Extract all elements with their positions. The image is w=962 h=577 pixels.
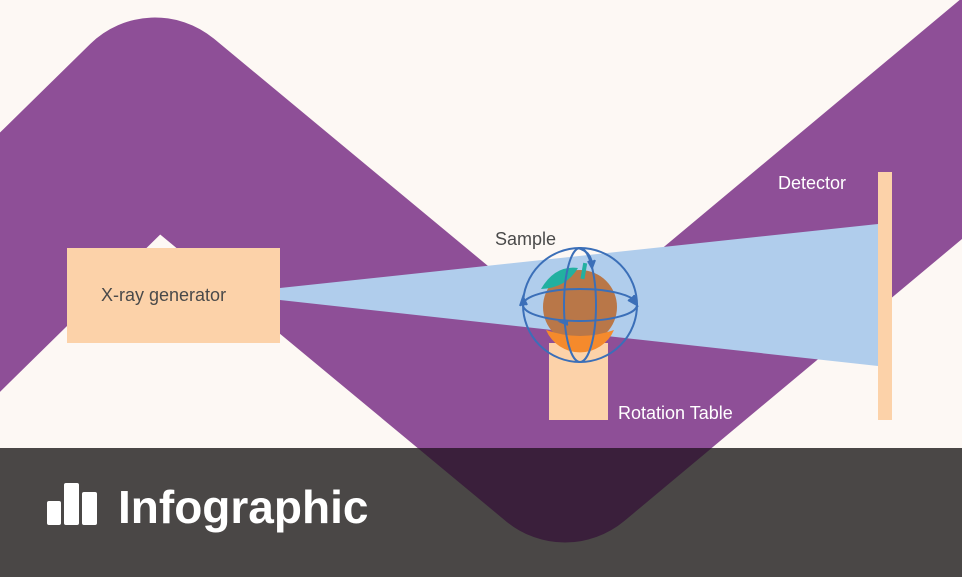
sample-orange-icon: [541, 262, 617, 353]
detector-panel: [878, 172, 892, 420]
rotation-globe-icon: [519, 247, 639, 363]
banner-title: Infographic: [118, 481, 369, 533]
xray-generator: [67, 248, 280, 343]
xray-generator-label: X-ray generator: [101, 285, 227, 305]
rotation-table-label: Rotation Table: [618, 403, 733, 423]
sample-label: Sample: [495, 229, 557, 249]
bar-chart-icon: [47, 483, 97, 525]
rotation-table: [549, 343, 608, 420]
detector-label: Detector: [778, 173, 847, 193]
